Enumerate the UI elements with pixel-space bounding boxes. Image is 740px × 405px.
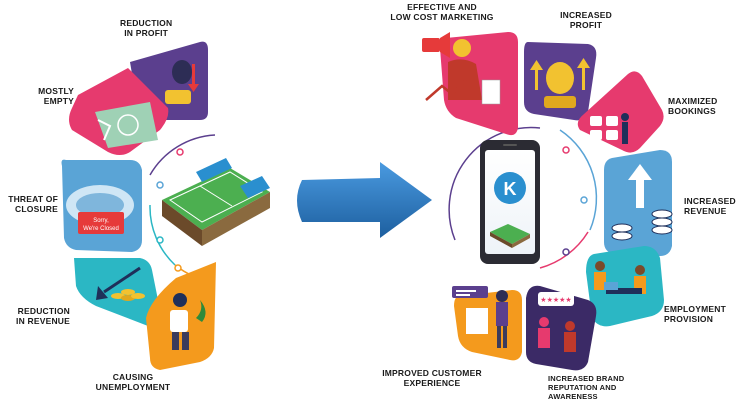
- coin-stack-icon: [651, 209, 673, 219]
- growth-arrow-icon: [425, 79, 467, 101]
- stars-icon: ★★★★★: [540, 296, 571, 304]
- person-icon: [635, 265, 645, 275]
- desk-icon: [606, 288, 642, 294]
- person-icon: [565, 321, 575, 331]
- svg-text:K: K: [504, 179, 517, 199]
- label-threat-of-closure: THREAT OF CLOSURE: [8, 194, 58, 214]
- down-arrow-icon: [192, 64, 195, 84]
- plant-icon: [196, 300, 206, 322]
- laptop-icon: [604, 282, 618, 290]
- coin-stack-icon: [544, 96, 576, 108]
- label-increased-brand-reputation: INCREASED BRAND REPUTATION AND AWARENESS: [548, 374, 625, 401]
- person-icon: [539, 317, 549, 327]
- booking-slot: [590, 116, 602, 126]
- sign-line-2: We're Closed: [83, 226, 119, 232]
- empty-field-icon: [95, 102, 158, 148]
- ring-dot: [176, 148, 184, 156]
- phone-app-mockup: K: [480, 140, 540, 264]
- coin-stack-icon: [165, 90, 191, 104]
- tile-increased-revenue: [604, 150, 673, 256]
- up-arrow-icon: [535, 68, 538, 90]
- sign-line-1: Sorry,: [93, 218, 109, 224]
- mini-stadium-icon: [490, 224, 530, 244]
- ring-dot: [156, 236, 164, 244]
- label-improved-customer-experience: IMPROVED CUSTOMER EXPERIENCE: [382, 368, 482, 388]
- left-ring: [149, 134, 216, 283]
- label-causing-unemployment: CAUSING UNEMPLOYMENT: [95, 372, 171, 392]
- down-trend-icon: [103, 266, 141, 294]
- tile-effective-marketing: [422, 32, 518, 136]
- app-logo-icon: [494, 172, 526, 204]
- person-head-icon: [453, 39, 471, 57]
- closed-sign: [78, 212, 124, 234]
- ring-dot: [174, 264, 182, 272]
- stadium-illustration: [162, 158, 270, 246]
- label-employment-provision: EMPLOYMENT PROVISION: [664, 304, 726, 324]
- label-maximized-bookings: MAXIMIZED BOOKINGS: [668, 96, 718, 116]
- money-bag-icon: [546, 62, 574, 94]
- label-effective-marketing: EFFECTIVE AND LOW COST MARKETING: [390, 2, 494, 22]
- person-icon: [173, 293, 187, 307]
- tile-increased-profit: [524, 42, 597, 121]
- person-icon: [595, 261, 605, 271]
- tile-maximized-bookings: [577, 71, 664, 153]
- person-icon: [622, 122, 628, 144]
- megaphone-icon: [422, 38, 440, 52]
- chart-sheet-icon: [481, 79, 501, 105]
- tile-mostly-empty: [69, 68, 169, 155]
- tile-threat-closure: Sorry, We're Closed: [61, 159, 142, 252]
- ring-arc-purple: [149, 134, 216, 176]
- label-increased-revenue: INCREASED REVENUE: [684, 196, 736, 216]
- person-icon: [496, 290, 508, 302]
- review-screen-icon: [466, 308, 488, 334]
- rating-sign: [538, 292, 574, 306]
- transition-arrow-icon: [297, 162, 432, 238]
- label-mostly-empty: MOSTLY EMPTY: [38, 86, 74, 106]
- ring-arc-cyan: [149, 204, 176, 266]
- label-reduction-in-revenue: REDUCTION IN REVENUE: [16, 306, 70, 326]
- tile-causing-unemployment: [146, 262, 216, 370]
- up-arrow-icon: [636, 178, 644, 208]
- tile-improved-experience: [452, 286, 522, 361]
- label-reduction-in-profit: REDUCTION IN PROFIT: [120, 18, 173, 38]
- label-increased-profit: INCREASED PROFIT: [560, 10, 612, 30]
- money-bag-icon: [172, 60, 192, 84]
- tile-reduction-revenue: [74, 258, 162, 328]
- tile-brand-reputation: ★★★★★: [526, 285, 597, 371]
- stand-icon: [196, 158, 232, 182]
- tile-employment-provision: [586, 246, 664, 327]
- ring-dot: [156, 181, 164, 189]
